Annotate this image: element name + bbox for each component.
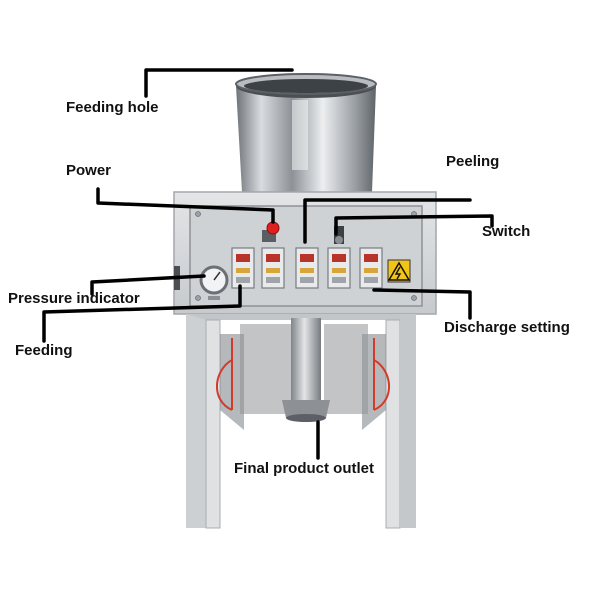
controller-4 xyxy=(327,247,351,289)
controller-discharge xyxy=(359,247,383,289)
label-power: Power xyxy=(66,162,112,179)
warning-sign-icon xyxy=(387,259,411,283)
leader-power xyxy=(96,187,275,224)
leader-switch xyxy=(334,214,494,236)
label-peeling: Peeling xyxy=(446,153,500,170)
power-button xyxy=(262,221,280,242)
leader-feeding-hole xyxy=(144,68,294,98)
label-final-product-outlet: Final product outlet xyxy=(234,460,374,477)
controller-peeling xyxy=(295,247,319,289)
label-switch: Switch xyxy=(482,223,531,240)
leader-pressure-indicator xyxy=(90,274,206,296)
leader-peeling xyxy=(303,198,472,244)
pressure-gauge xyxy=(199,265,229,300)
controller-feeding xyxy=(231,247,255,289)
label-feeding: Feeding xyxy=(15,342,73,359)
switch-key xyxy=(334,226,344,244)
label-pressure-indicator: Pressure indicator xyxy=(8,290,140,307)
feeding-hopper xyxy=(235,73,377,192)
discharge-pipe xyxy=(282,318,330,422)
label-discharge-setting: Discharge setting xyxy=(444,319,570,336)
controller-2 xyxy=(261,247,285,289)
leader-discharge-setting xyxy=(372,288,472,320)
label-feeding-hole: Feeding hole xyxy=(66,99,159,116)
lower-frame xyxy=(186,314,416,529)
leader-feeding xyxy=(42,284,242,343)
